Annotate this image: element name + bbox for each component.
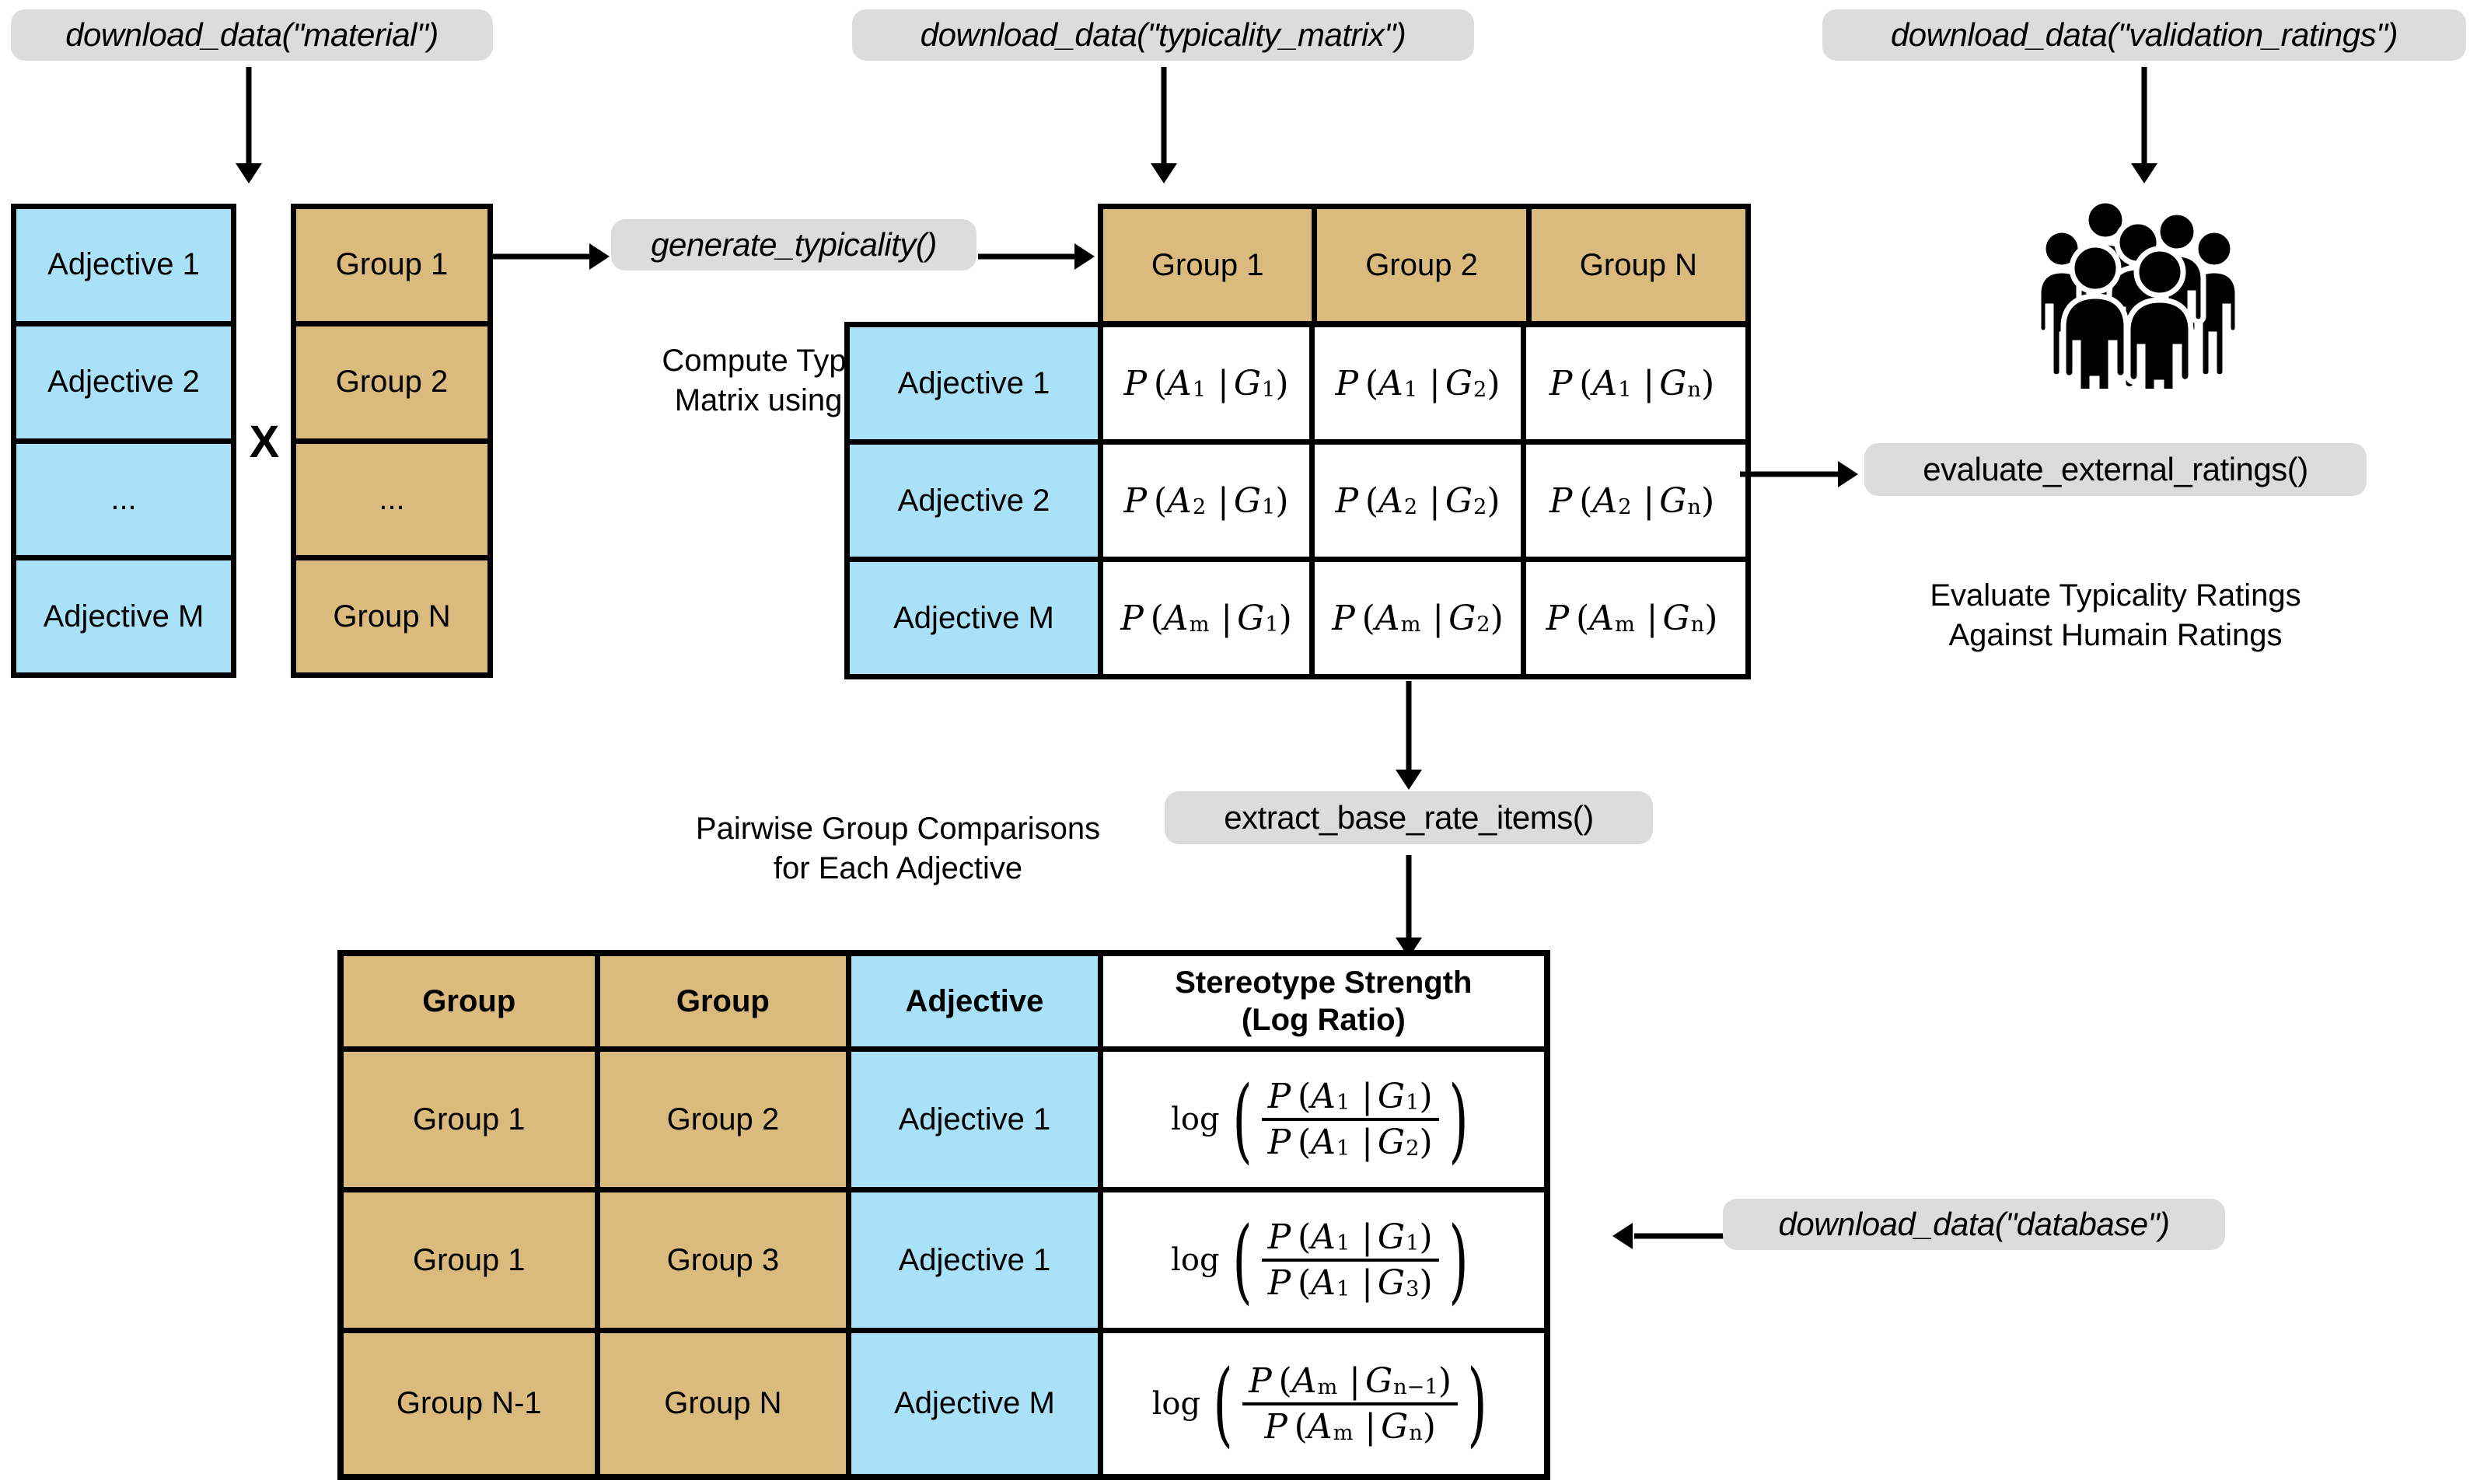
- cell-adjective: Adjective M: [851, 1333, 1103, 1474]
- cell-group-a: Group 1: [344, 1192, 600, 1329]
- arrow-typicality-to-matrix: [1148, 67, 1179, 183]
- table-row: Group N-1 Group N Adjective M log ( P (A…: [344, 1333, 1544, 1474]
- cell-adjective: Adjective 1: [851, 1052, 1103, 1188]
- generate-typicality-label: generate_typicality(): [651, 226, 937, 263]
- adjective-cell: ...: [16, 443, 231, 561]
- cell-group-b: Group 3: [599, 1192, 852, 1329]
- matrix-col-header: Group N: [1579, 247, 1697, 282]
- download-validation-ratings-node[interactable]: download_data("validation_ratings"): [1822, 9, 2466, 61]
- arrow-matrix-to-evaluate-external-ratings: [1740, 459, 1858, 490]
- download-database-label: download_data("database"): [1778, 1206, 2170, 1242]
- group-cell-label: ...: [379, 481, 405, 516]
- arrow-matrix-to-extract-base-rate-items: [1393, 681, 1424, 790]
- matrix-row-header: Adjective 1: [850, 327, 1103, 439]
- adjective-cell: Adjective 1: [16, 209, 231, 326]
- adjective-cell-label: ...: [110, 481, 137, 516]
- cell-adjective: Adjective 1: [851, 1192, 1103, 1329]
- generate-typicality-node[interactable]: generate_typicality(): [611, 219, 976, 271]
- adjective-cell-label: Adjective 1: [47, 247, 200, 282]
- cell-group-a: Group 1: [344, 1052, 600, 1188]
- cell-group-a: Group N-1: [344, 1333, 600, 1474]
- download-validation-ratings-label: download_data("validation_ratings"): [1890, 16, 2398, 53]
- adjective-cell-label: Adjective 2: [47, 365, 200, 400]
- extract-base-rate-items-label: extract_base_rate_items(): [1224, 799, 1594, 836]
- table-header-row: Group Group Adjective Stereotype Strengt…: [344, 956, 1544, 1053]
- group-cell: ...: [296, 443, 487, 561]
- col-header-adjective: Adjective: [851, 956, 1103, 1047]
- adjective-cell: Adjective 2: [16, 326, 231, 444]
- arrow-extract-to-results-table: [1393, 855, 1424, 958]
- pairwise-comparisons-caption: Pairwise Group Comparisons for Each Adje…: [695, 812, 1101, 886]
- evaluate-external-ratings-node[interactable]: evaluate_external_ratings(): [1864, 443, 2367, 496]
- group-cell: Group N: [296, 560, 487, 672]
- group-cell-label: Group N: [333, 599, 451, 634]
- arrow-generate-typicality-to-matrix: [978, 241, 1095, 272]
- download-material-label: download_data("material"): [65, 16, 438, 53]
- matrix-col-header: Group 1: [1103, 209, 1318, 321]
- extract-base-rate-items-node[interactable]: extract_base_rate_items(): [1165, 791, 1653, 844]
- matrix-row-header: Adjective M: [850, 562, 1103, 674]
- group-cell: Group 1: [296, 209, 487, 326]
- cell-group-b: Group N: [599, 1333, 852, 1474]
- arrow-material-to-adjectives: [233, 67, 264, 183]
- download-typicality-matrix-label: download_data("typicality_matrix"): [920, 16, 1406, 53]
- group-cell-label: Group 2: [335, 365, 449, 400]
- group-column: Group 1 Group 2 ... Group N: [291, 204, 493, 678]
- matrix-row-header: Adjective 2: [850, 445, 1103, 557]
- arrow-groups-to-generate-typicality: [493, 241, 610, 272]
- cartesian-product-operator: X: [249, 417, 280, 467]
- download-material-node[interactable]: download_data("material"): [11, 9, 493, 61]
- adjective-cell: Adjective M: [16, 560, 231, 672]
- matrix-col-header: Group 2: [1317, 209, 1532, 321]
- typicality-matrix-header: Group 1 Group 2 Group N: [1098, 204, 1751, 326]
- download-typicality-matrix-node[interactable]: download_data("typicality_matrix"): [852, 9, 1474, 61]
- evaluate-ratings-caption: Evaluate Typicality Ratings Against Huma…: [1930, 578, 2301, 653]
- results-table: Group Group Adjective Stereotype Strengt…: [337, 950, 1550, 1480]
- download-database-node[interactable]: download_data("database"): [1723, 1199, 2225, 1250]
- group-cell-label: Group 1: [335, 247, 449, 282]
- arrow-validation-to-crowd: [2129, 67, 2160, 183]
- arrow-database-to-results-table: [1612, 1220, 1737, 1252]
- cell-group-b: Group 2: [599, 1052, 852, 1188]
- adjective-column: Adjective 1 Adjective 2 ... Adjective M: [11, 204, 236, 678]
- col-header-group-b: Group: [599, 956, 852, 1047]
- people-group-icon: [2029, 194, 2247, 438]
- evaluate-external-ratings-label: evaluate_external_ratings(): [1923, 451, 2308, 487]
- group-cell: Group 2: [296, 326, 487, 444]
- col-header-group-a: Group: [344, 956, 600, 1047]
- col-header-stereotype-strength: Stereotype Strength (Log Ratio): [1102, 956, 1544, 1047]
- adjective-cell-label: Adjective M: [43, 599, 204, 634]
